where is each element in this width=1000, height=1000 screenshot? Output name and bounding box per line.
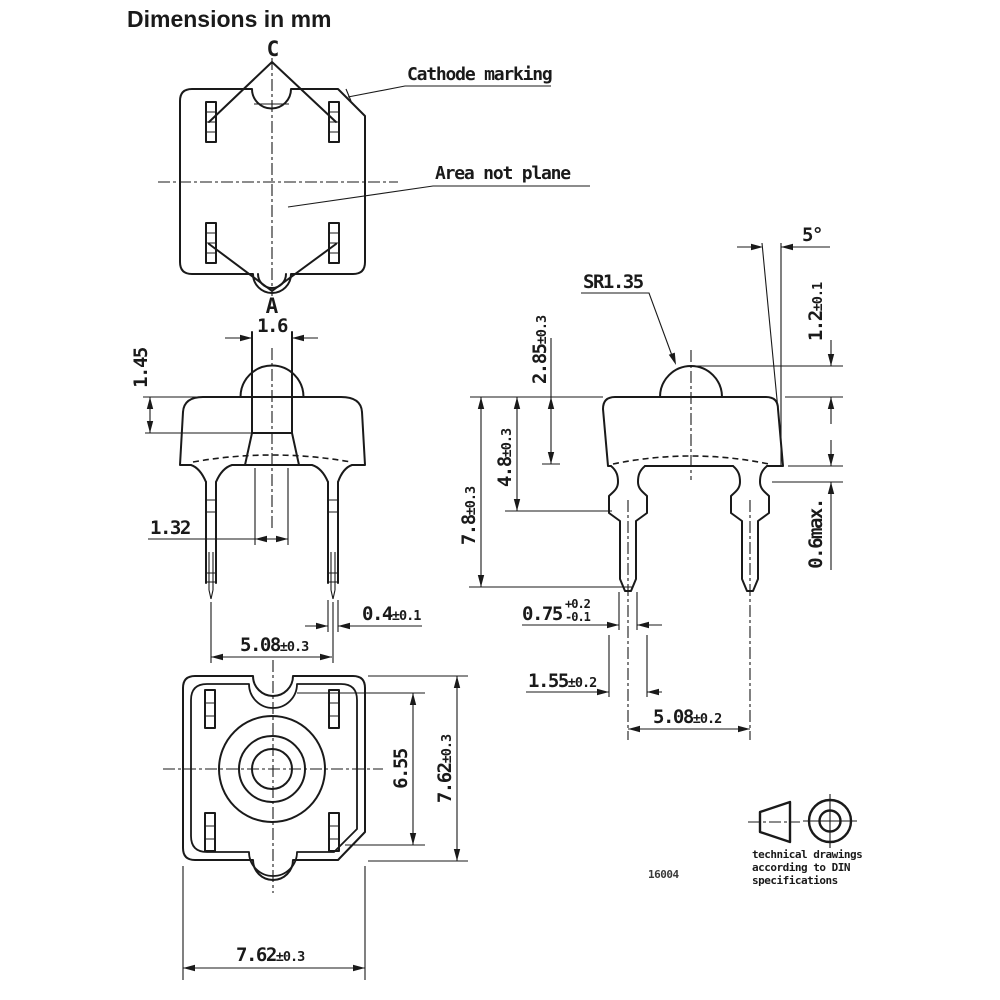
dim-inner-width: 6.55 — [390, 748, 412, 789]
front-hidden-arc — [192, 454, 352, 463]
dim-6-55-lines — [297, 692, 425, 846]
dim-body-height-tol: ±0.3 — [534, 315, 550, 344]
top-view-pads — [205, 101, 340, 264]
dim-shoulder-length-tol: ±0.3 — [499, 428, 515, 457]
dim-lens-window-width: 1.6 — [257, 315, 288, 337]
page-title: Dimensions in mm — [127, 6, 331, 32]
front-view: 1.6 1.45 1.32 0.4±0.1 5.08±0.3 — [130, 315, 422, 663]
dim-lens-radius: SR1.35 — [583, 271, 644, 293]
dim-overall-length: 7.8±0.3 — [458, 486, 480, 545]
dim-standoff: 0.6max. — [805, 499, 827, 569]
top-view: C A Cathode marking Area not plane — [158, 37, 590, 318]
projection-cone-icon — [758, 800, 792, 844]
cathode-marking-leader — [345, 85, 551, 102]
area-not-plane-label: Area not plane — [435, 163, 571, 184]
front-leads — [205, 481, 339, 584]
din-note-line2: according to DIN — [752, 861, 850, 874]
lens-radius-leader — [581, 292, 675, 362]
dim-0-4-lines — [305, 600, 422, 632]
bottom-pad-rungs — [205, 702, 339, 840]
dim-5deg-arrows — [751, 243, 793, 251]
dim-body-height-value: 2.85 — [529, 343, 551, 384]
bottom-outline-outer — [182, 675, 366, 881]
cathode-vee-lines — [208, 61, 337, 123]
dim-7-62-bottom-lines — [182, 866, 366, 980]
dim-1-45-arrows — [146, 397, 154, 433]
dim-1-32-arrows — [255, 535, 288, 543]
dim-4-8-lines — [505, 397, 612, 512]
dim-overall-length-value: 7.8 — [458, 514, 480, 545]
dim-lead-tip-width-tol-minus: -0.1 — [565, 610, 591, 624]
din-note-line3: specifications — [752, 874, 838, 887]
top-view-outline — [179, 88, 366, 294]
cathode-marking-label: Cathode marking — [407, 64, 552, 85]
dim-1-2-arrows — [827, 354, 835, 409]
dim-lead-tip-width: 0.75 — [522, 603, 563, 625]
dim-front-lead-pitch-tol: ±0.3 — [280, 639, 309, 655]
dim-front-lead-pitch: 5.08±0.3 — [240, 634, 309, 656]
dim-inner-window-width: 1.32 — [150, 517, 190, 539]
dim-shoulder-width-value: 1.55 — [528, 670, 569, 692]
side-lead-centerlines — [627, 500, 751, 740]
dim-1-45-lines — [143, 396, 252, 434]
din-note-line1: technical drawings — [752, 848, 862, 861]
front-lead-ticks — [206, 499, 338, 583]
dim-draft-angle: 5° — [802, 224, 822, 246]
dim-lens-height: 1.2±0.1 — [805, 282, 827, 341]
bottom-pads — [204, 689, 340, 852]
front-lead-tips — [208, 552, 336, 600]
dim-body-width-value: 7.62 — [236, 944, 276, 966]
dim-body-depth: 7.62±0.3 — [434, 734, 456, 803]
dim-body-width-tol: ±0.3 — [276, 949, 305, 965]
dim-side-lead-pitch-value: 5.08 — [653, 706, 694, 728]
top-view-pad-rungs — [206, 111, 339, 254]
bottom-outline-inner — [190, 683, 358, 877]
dim-lead-tip-width-tol-plus: +0.2 — [565, 597, 591, 611]
lens-radius-arrow — [668, 352, 676, 365]
dim-body-width: 7.62±0.3 — [236, 944, 305, 966]
dim-1-55-lines — [526, 635, 662, 697]
dim-front-lead-pitch-value: 5.08 — [240, 634, 281, 656]
dim-lens-height-value: 1.2 — [805, 311, 827, 341]
dim-lead-thickness-tol: ±0.1 — [392, 608, 421, 624]
front-lead-center-ext — [210, 602, 334, 663]
dim-0-6-arrows — [827, 454, 835, 494]
dim-reflector-depth: 1.45 — [130, 347, 152, 388]
dim-overall-length-tol: ±0.3 — [463, 486, 479, 515]
dim-body-height: 2.85±0.3 — [529, 315, 551, 384]
dim-0-75-lines — [522, 592, 662, 630]
anode-notch-circle — [257, 273, 287, 289]
cathode-pin-label: C — [267, 37, 280, 61]
dim-1-2-lines — [694, 340, 843, 424]
dim-shoulder-length-value: 4.8 — [494, 456, 516, 487]
dim-shoulder-length: 4.8±0.3 — [494, 428, 516, 487]
dim-0-6-lines — [772, 440, 843, 570]
dim-0-75-arrows — [607, 621, 649, 629]
area-not-plane-leader — [287, 185, 590, 208]
dim-body-depth-value: 7.62 — [434, 763, 456, 803]
dim-4-8-arrows — [513, 397, 521, 511]
dim-7-62-right-lines — [368, 675, 468, 862]
footer: technical drawings according to DIN spec… — [648, 794, 863, 887]
dim-side-lead-pitch-tol: ±0.2 — [693, 711, 722, 727]
anode-pin-label: A — [266, 294, 279, 318]
dim-shoulder-width-tol: ±0.2 — [568, 675, 597, 691]
bottom-view: 6.55 7.62±0.3 7.62±0.3 — [163, 660, 468, 980]
dim-side-lead-pitch: 5.08±0.2 — [653, 706, 721, 728]
dim-lens-height-tol: ±0.1 — [810, 282, 826, 311]
draft-angle-construction — [761, 242, 782, 466]
side-view: 5° SR1.35 1.2±0.1 2.85±0.3 4.8±0.3 7.8±0… — [458, 224, 843, 740]
dim-lead-thickness: 0.4±0.1 — [362, 603, 421, 625]
dim-lead-thickness-value: 0.4 — [362, 603, 393, 625]
projection-circle-crosshair — [803, 794, 857, 848]
dim-body-depth-tol: ±0.3 — [439, 734, 455, 763]
drawing-number: 16004 — [648, 868, 679, 881]
dim-7-8-lines — [469, 397, 632, 588]
dim-0-4-arrows — [316, 622, 350, 630]
dim-shoulder-width: 1.55±0.2 — [528, 670, 596, 692]
bottom-centerlines — [163, 660, 383, 893]
top-view-centerlines — [158, 58, 398, 296]
